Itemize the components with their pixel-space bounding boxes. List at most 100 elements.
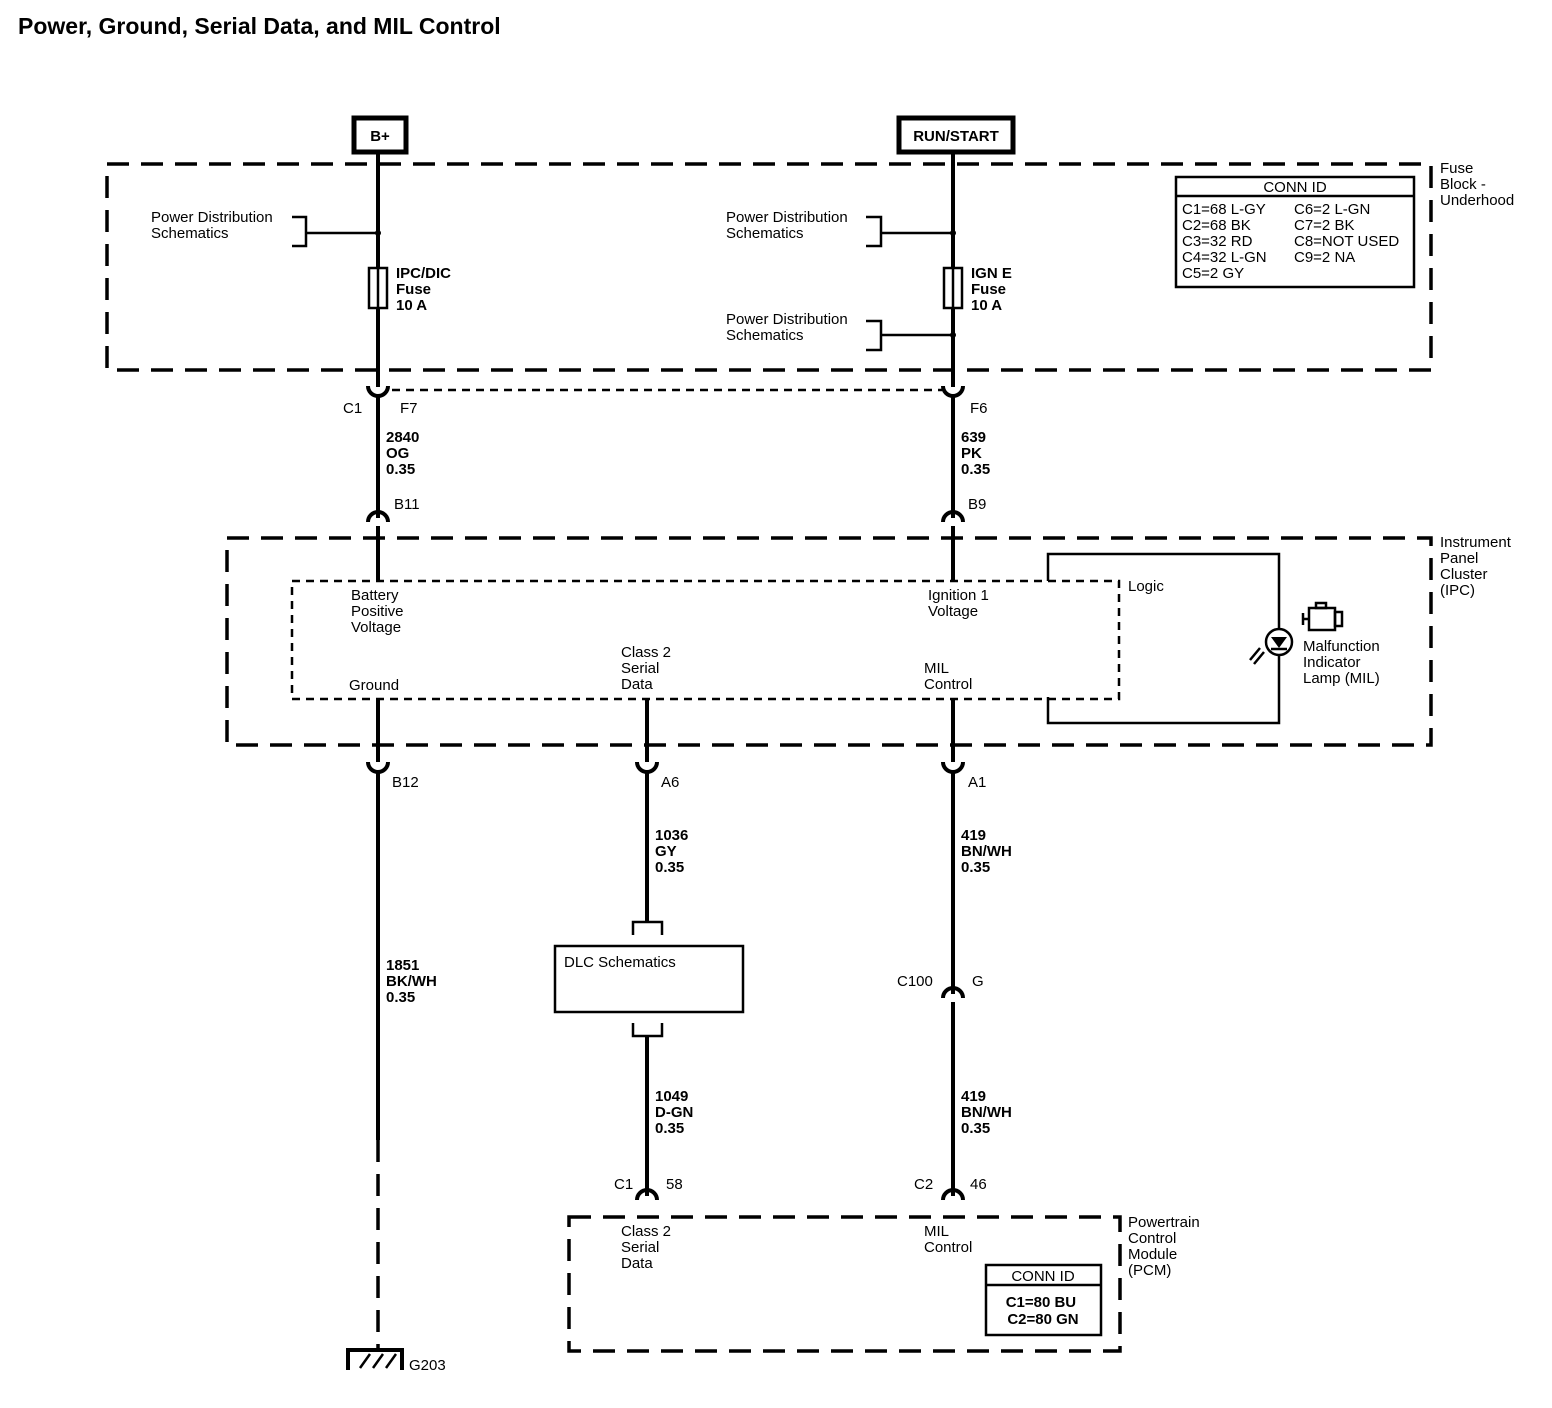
- fuse-left-2: Fuse: [396, 281, 431, 298]
- pds-ref-left-2: Schematics: [151, 225, 229, 242]
- mil-led-triangle: [1271, 637, 1287, 648]
- pds-ref-right-top-2: Schematics: [726, 225, 804, 242]
- w1036-size: 0.35: [655, 859, 684, 876]
- pds-ref-left: Power Distribution Schematics: [151, 209, 277, 242]
- ipc-logic-label: Logic: [1128, 578, 1164, 595]
- pds-ref-right-bottom-1: Power Distribution: [726, 311, 848, 328]
- w1049-num: 1049: [655, 1088, 688, 1105]
- w419a-size: 0.35: [961, 859, 990, 876]
- pcm-name-2: Control: [1128, 1230, 1176, 1247]
- ipc-battery-3: Voltage: [351, 619, 401, 636]
- fuse-conn-r3: C8=NOT USED: [1294, 233, 1399, 250]
- ipc-battery-voltage: Battery Positive Voltage: [351, 587, 408, 636]
- ipc-name-4: (IPC): [1440, 582, 1475, 599]
- connector-a1-symbol: [941, 761, 965, 774]
- pds-ref-right-top: Power Distribution Schematics: [726, 209, 852, 242]
- pin-46-label: 46: [970, 1176, 987, 1193]
- fuse-block-name-1: Fuse: [1440, 160, 1473, 177]
- pcm-mil-control-2: Control: [924, 1239, 972, 1256]
- fuse-conn-id-left-col: C1=68 L-GY C2=68 BK C3=32 RD C4=32 L-GN …: [1182, 201, 1271, 282]
- pcm-name-4: (PCM): [1128, 1262, 1171, 1279]
- pin-f6-label: F6: [970, 400, 988, 417]
- fuse-block-name: Fuse Block - Underhood: [1440, 160, 1514, 209]
- pcm-serial-3: Data: [621, 1255, 653, 1272]
- wire-419-upper-label: 419 BN/WH 0.35: [961, 827, 1016, 876]
- w1049-color: D-GN: [655, 1104, 693, 1121]
- w1851-color: BK/WH: [386, 973, 437, 990]
- pcm-conn-2: C2=80 GN: [1007, 1311, 1078, 1328]
- pds-ref-right-bottom: Power Distribution Schematics: [726, 311, 852, 344]
- w639-color: PK: [961, 445, 982, 462]
- pin-g-label: G: [972, 973, 984, 990]
- w1049-size: 0.35: [655, 1120, 684, 1137]
- pds-ref-right-bottom-bracket: [866, 319, 953, 352]
- pin-a6-label: A6: [661, 774, 679, 791]
- connector-b11-symbol: [366, 510, 390, 523]
- run-start-label: RUN/START: [913, 128, 999, 145]
- pds-ref-left-1: Power Distribution: [151, 209, 273, 226]
- connector-f7-symbol: [366, 385, 390, 398]
- fuse-block-name-3: Underhood: [1440, 192, 1514, 209]
- fuse-left-3: 10 A: [396, 297, 427, 314]
- mil-label-1: Malfunction: [1303, 638, 1380, 655]
- pcm-conn-id-table: [984, 1263, 1103, 1337]
- wire-1851-label: 1851 BK/WH 0.35: [386, 957, 441, 1006]
- w2840-size: 0.35: [386, 461, 415, 478]
- bplus-label: B+: [370, 128, 390, 145]
- pin-b11-label: B11: [394, 496, 420, 513]
- w1851-size: 0.35: [386, 989, 415, 1006]
- ipc-battery-1: Battery: [351, 587, 399, 604]
- w419b-num: 419: [961, 1088, 986, 1105]
- fuse-conn-l5: C5=2 GY: [1182, 265, 1244, 282]
- fuse-right-1: IGN E: [971, 265, 1012, 282]
- diagram-title: Power, Ground, Serial Data, and MIL Cont…: [18, 13, 501, 39]
- fuse-block-name-2: Block -: [1440, 176, 1486, 193]
- mil-light-rays-icon: [1249, 647, 1265, 665]
- ipc-name: Instrument Panel Cluster (IPC): [1440, 534, 1515, 599]
- wire-639-label: 639 PK 0.35: [961, 429, 990, 478]
- w2840-num: 2840: [386, 429, 419, 446]
- fuse-conn-r2: C7=2 BK: [1294, 217, 1354, 234]
- dlc-top-bracket: [631, 920, 664, 935]
- mil-lamp-label: Malfunction Indicator Lamp (MIL): [1303, 638, 1384, 687]
- fuse-conn-id-right-col: C6=2 L-GN C7=2 BK C8=NOT USED C9=2 NA: [1294, 201, 1403, 266]
- ipc-ground-label: Ground: [349, 677, 399, 694]
- wire-1049-label: 1049 D-GN 0.35: [655, 1088, 698, 1137]
- pin-b12-label: B12: [392, 774, 419, 791]
- connector-f6-symbol: [941, 385, 965, 398]
- pds-ref-left-bracket: [292, 215, 378, 248]
- pin-a1-label: A1: [968, 774, 986, 791]
- connector-b12-symbol: [366, 761, 390, 774]
- w419b-size: 0.35: [961, 1120, 990, 1137]
- pcm-serial-2: Serial: [621, 1239, 659, 1256]
- dlc-schematics-label: DLC Schematics: [564, 954, 676, 971]
- pcm-name: Powertrain Control Module (PCM): [1128, 1214, 1204, 1279]
- ipc-ignition-2: Voltage: [928, 603, 978, 620]
- w1036-num: 1036: [655, 827, 688, 844]
- ground-g203-label: G203: [409, 1357, 446, 1374]
- fuse-conn-r1: C6=2 L-GN: [1294, 201, 1370, 218]
- connector-pcm-c1-symbol: [635, 1188, 659, 1201]
- fuse-ign-e-label: IGN E Fuse 10 A: [971, 265, 1016, 314]
- ipc-name-3: Cluster: [1440, 566, 1488, 583]
- fuse-conn-l3: C3=32 RD: [1182, 233, 1253, 250]
- ipc-mil-control: MIL Control: [924, 660, 972, 693]
- pcm-c1-label: C1: [614, 1176, 633, 1193]
- connector-a6-symbol: [635, 761, 659, 774]
- ipc-logic-box: [290, 579, 1121, 701]
- pcm-outline: [567, 1215, 1122, 1353]
- ipc-ignition-1: Ignition 1: [928, 587, 989, 604]
- fuse-block-outline: [105, 162, 1433, 372]
- ipc-mil-control-1: MIL: [924, 660, 949, 677]
- ipc-outline: [225, 536, 1433, 747]
- ipc-name-1: Instrument: [1440, 534, 1512, 551]
- pds-ref-right-top-1: Power Distribution: [726, 209, 848, 226]
- pds-ref-right-top-bracket: [866, 215, 953, 248]
- wire-419-lower-label: 419 BN/WH 0.35: [961, 1088, 1016, 1137]
- fuse-conn-l2: C2=68 BK: [1182, 217, 1251, 234]
- run-start-source-box: [896, 115, 1016, 155]
- dlc-schematics-box: [553, 944, 745, 1014]
- connector-pcm-c2-symbol: [941, 1188, 965, 1201]
- w1851-num: 1851: [386, 957, 419, 974]
- pcm-mil-control: MIL Control: [924, 1223, 972, 1256]
